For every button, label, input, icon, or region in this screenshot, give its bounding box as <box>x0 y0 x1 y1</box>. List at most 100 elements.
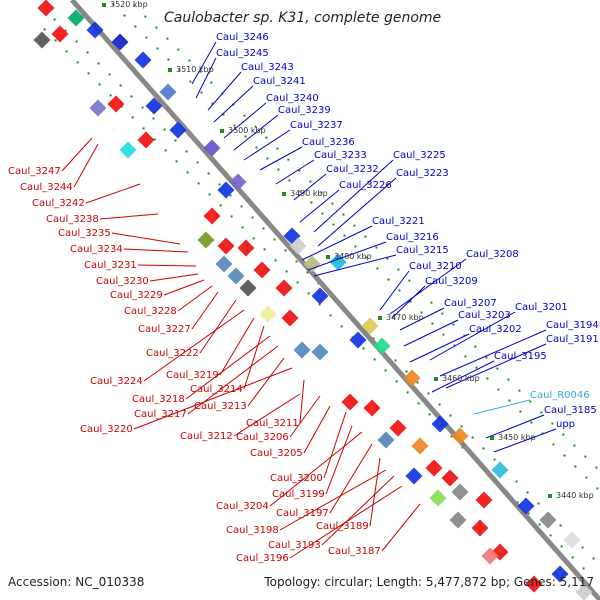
leader-line <box>163 279 205 296</box>
minus-strand-gene <box>51 25 69 43</box>
track-dot <box>109 94 112 97</box>
track-dot <box>408 279 411 282</box>
track-dot <box>167 58 170 61</box>
minus-strand-gene <box>341 393 359 411</box>
track-dot <box>123 14 126 17</box>
leader-line <box>73 143 99 188</box>
track-dot <box>108 73 111 76</box>
track-dot <box>584 455 587 458</box>
track-dot <box>496 367 499 370</box>
track-dot <box>375 246 378 249</box>
track-dot <box>155 26 158 29</box>
leader-line <box>303 405 331 454</box>
minus-gene-label: Caul_3204 <box>216 501 269 512</box>
minus-gene-label: Caul_3218 <box>132 394 185 405</box>
track-dot <box>255 146 258 149</box>
minus-gene-label: Caul_3196 <box>236 553 289 564</box>
track-dot <box>254 125 257 128</box>
track-dot <box>549 534 552 537</box>
track-dot <box>54 39 57 42</box>
minus-strand-gene <box>137 131 155 149</box>
track-dot <box>252 237 255 240</box>
track-dot <box>340 325 343 328</box>
track-dot <box>405 370 408 373</box>
track-dot <box>417 402 420 405</box>
leader-line <box>409 333 470 363</box>
minus-gene-label: Caul_3187 <box>328 546 381 557</box>
leader-line <box>213 85 254 123</box>
track-dot <box>197 182 200 185</box>
track-dot <box>277 168 280 171</box>
track-dot <box>189 80 192 83</box>
minus-strand-gene <box>259 305 277 323</box>
track-dot <box>119 84 122 87</box>
track-dot <box>131 116 134 119</box>
tick-mark <box>326 255 330 259</box>
leader-line <box>381 503 421 552</box>
plus-gene-label: Caul_3208 <box>466 249 519 260</box>
leader-line <box>325 425 353 495</box>
track-dot <box>376 267 379 270</box>
tick-mark <box>168 68 172 72</box>
plus-strand-gene <box>67 9 85 27</box>
plus-gene-label: Caul_3185 <box>544 405 597 416</box>
minus-strand-gene <box>471 519 489 537</box>
plus-strand-gene <box>373 337 391 355</box>
track-dot <box>552 443 555 446</box>
track-dot <box>559 524 562 527</box>
track-dot <box>406 391 409 394</box>
minus-strand-gene <box>363 399 381 417</box>
leader-line <box>191 41 217 85</box>
track-dot <box>431 322 434 325</box>
plus-gene-label: Caul_3207 <box>444 298 497 309</box>
leader-line <box>399 307 445 331</box>
track-dot <box>592 557 595 560</box>
track-dot <box>527 512 530 515</box>
minus-strand-gene <box>429 489 447 507</box>
kbp-tick-label: 3440 kbp <box>556 491 594 500</box>
track-dot <box>442 333 445 336</box>
track-dot <box>353 224 356 227</box>
track-dot <box>398 289 401 292</box>
leader-line <box>223 102 267 139</box>
track-dot <box>64 29 67 32</box>
track-dot <box>243 114 246 117</box>
minus-gene-label: Caul_3199 <box>272 489 325 500</box>
track-dot <box>453 344 456 347</box>
leader-line <box>279 469 387 531</box>
track-dot <box>144 15 147 18</box>
plus-strand-gene <box>311 287 329 305</box>
leader-line <box>289 395 321 438</box>
track-dot <box>233 124 236 127</box>
minus-gene-label: Caul_3193 <box>268 540 321 551</box>
minus-gene-label: Caul_3220 <box>80 424 133 435</box>
track-dot <box>573 444 576 447</box>
tick-mark <box>282 192 286 196</box>
kbp-tick-label: 3460 kbp <box>442 374 480 383</box>
leader-line <box>191 291 219 330</box>
plus-strand-gene <box>451 427 469 445</box>
minus-strand-gene <box>203 207 221 225</box>
track-dot <box>307 292 310 295</box>
track-dot <box>519 410 522 413</box>
kbp-tick-label: 3490 kbp <box>290 189 328 198</box>
track-dot <box>262 227 265 230</box>
track-dot <box>507 378 510 381</box>
plus-gene-label: upp <box>556 419 575 430</box>
plus-gene-label: Caul_3195 <box>494 351 547 362</box>
plus-strand-gene <box>159 83 177 101</box>
track-dot <box>430 301 433 304</box>
track-dot <box>595 466 598 469</box>
track-dot <box>251 216 254 219</box>
minus-gene-label: Caul_3214 <box>190 384 243 395</box>
leader-line <box>123 248 189 253</box>
track-dot <box>130 95 133 98</box>
track-dot <box>581 546 584 549</box>
leader-line <box>269 431 363 507</box>
leader-line <box>299 379 305 424</box>
minus-gene-label: Caul_3211 <box>246 418 299 429</box>
leader-line <box>243 325 265 390</box>
leader-line <box>61 137 93 172</box>
track-dot <box>298 169 301 172</box>
track-dot <box>97 62 100 65</box>
